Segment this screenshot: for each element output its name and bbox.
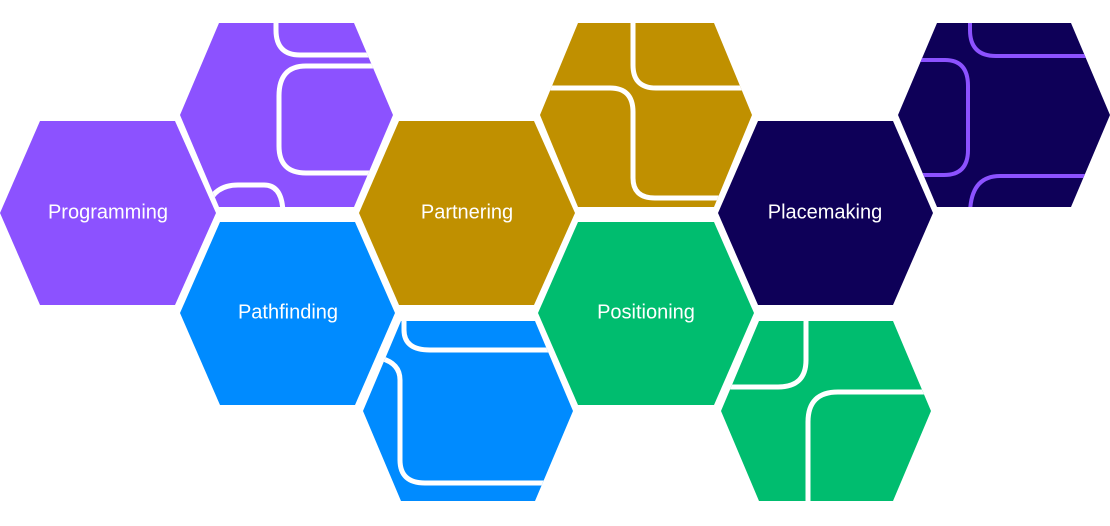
hex-label-positioning: Positioning	[597, 301, 695, 323]
decorative-hex-purple	[180, 23, 393, 207]
hex-placemaking: Placemaking	[718, 121, 933, 305]
decorative-hex-green	[721, 321, 931, 501]
hex-label-partnering: Partnering	[421, 201, 513, 223]
hex-positioning: Positioning	[538, 222, 754, 405]
hex-label-placemaking: Placemaking	[768, 201, 883, 223]
decorative-hex-navy	[898, 23, 1110, 207]
hex-partnering: Partnering	[359, 121, 575, 305]
hex-label-pathfinding: Pathfinding	[238, 301, 338, 323]
hex-pathfinding: Pathfinding	[180, 222, 395, 405]
decorative-hex-blue	[363, 321, 573, 501]
hex-programming: Programming	[0, 121, 216, 305]
hex-label-programming: Programming	[48, 201, 168, 223]
decorative-hex-gold	[540, 23, 752, 207]
